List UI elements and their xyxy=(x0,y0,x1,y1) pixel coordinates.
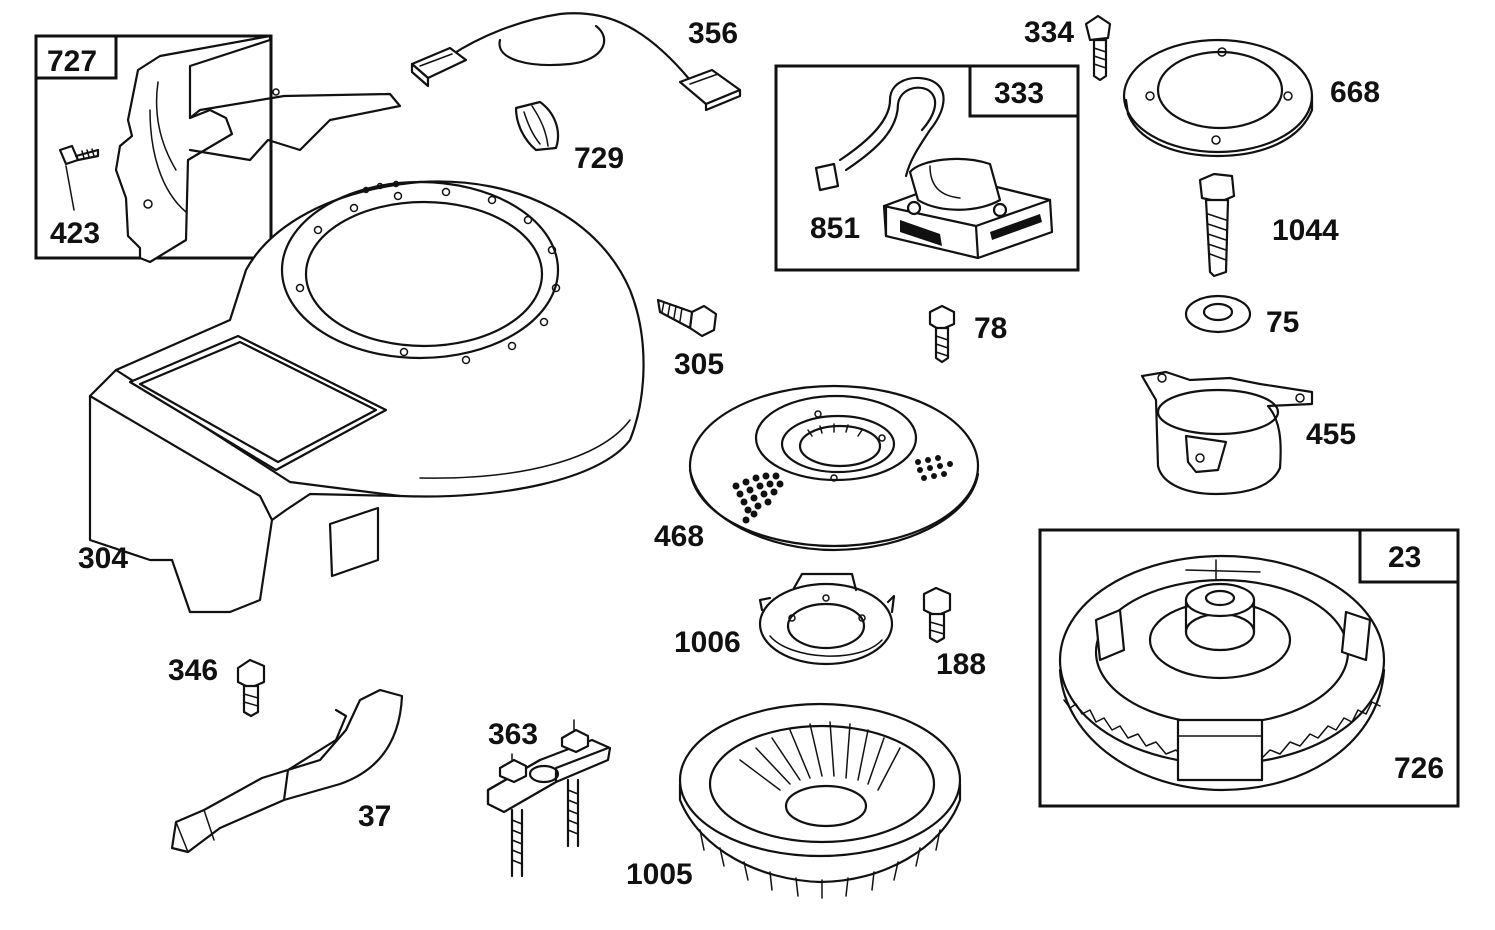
part-727-air-guide xyxy=(114,34,402,264)
part-729-grommet xyxy=(514,100,560,152)
part-1044-stud xyxy=(1198,172,1236,278)
label-1005: 1005 xyxy=(626,858,693,891)
label-729: 729 xyxy=(574,142,624,175)
label-188: 188 xyxy=(936,648,986,681)
part-423-screw xyxy=(58,144,100,211)
part-334-screw xyxy=(1084,14,1112,82)
part-726-flywheel xyxy=(1058,554,1386,792)
part-455-cup xyxy=(1140,370,1314,496)
label-305: 305 xyxy=(674,348,724,381)
label-727: 727 xyxy=(47,45,97,78)
kit-box-727: 727 423 xyxy=(34,34,402,264)
part-468-screen xyxy=(688,384,980,552)
label-356: 356 xyxy=(688,17,738,50)
label-726: 726 xyxy=(1394,752,1444,785)
part-78-screw xyxy=(928,304,956,364)
label-334: 334 xyxy=(1024,16,1074,49)
part-668-plate xyxy=(1122,38,1314,158)
part-346-screw xyxy=(236,658,266,718)
label-1044: 1044 xyxy=(1272,214,1339,247)
label-363: 363 xyxy=(488,718,538,751)
label-668: 668 xyxy=(1330,76,1380,109)
label-851: 851 xyxy=(810,212,860,245)
part-75-washer xyxy=(1184,294,1252,334)
label-468: 468 xyxy=(654,520,704,553)
label-423: 423 xyxy=(50,217,100,250)
part-37-baffle xyxy=(170,688,404,854)
part-356-wire xyxy=(410,12,742,112)
label-455: 455 xyxy=(1306,418,1356,451)
part-1005-fan xyxy=(678,702,962,899)
part-363-bracket xyxy=(486,719,612,878)
label-78: 78 xyxy=(974,312,1007,345)
part-305-screw xyxy=(656,298,718,338)
label-1006: 1006 xyxy=(674,626,741,659)
label-304: 304 xyxy=(78,542,128,575)
kit-box-333: 333 851 xyxy=(774,64,1080,272)
label-23: 23 xyxy=(1388,541,1421,574)
label-333: 333 xyxy=(994,77,1044,110)
part-304-blower-housing xyxy=(88,180,645,614)
label-75: 75 xyxy=(1266,306,1299,339)
part-333-armature xyxy=(814,76,1054,260)
part-188-screw xyxy=(922,586,952,644)
part-1006-retainer xyxy=(758,572,896,666)
label-37: 37 xyxy=(358,800,391,833)
kit-box-23: 23 726 xyxy=(1038,528,1460,808)
label-346: 346 xyxy=(168,654,218,687)
